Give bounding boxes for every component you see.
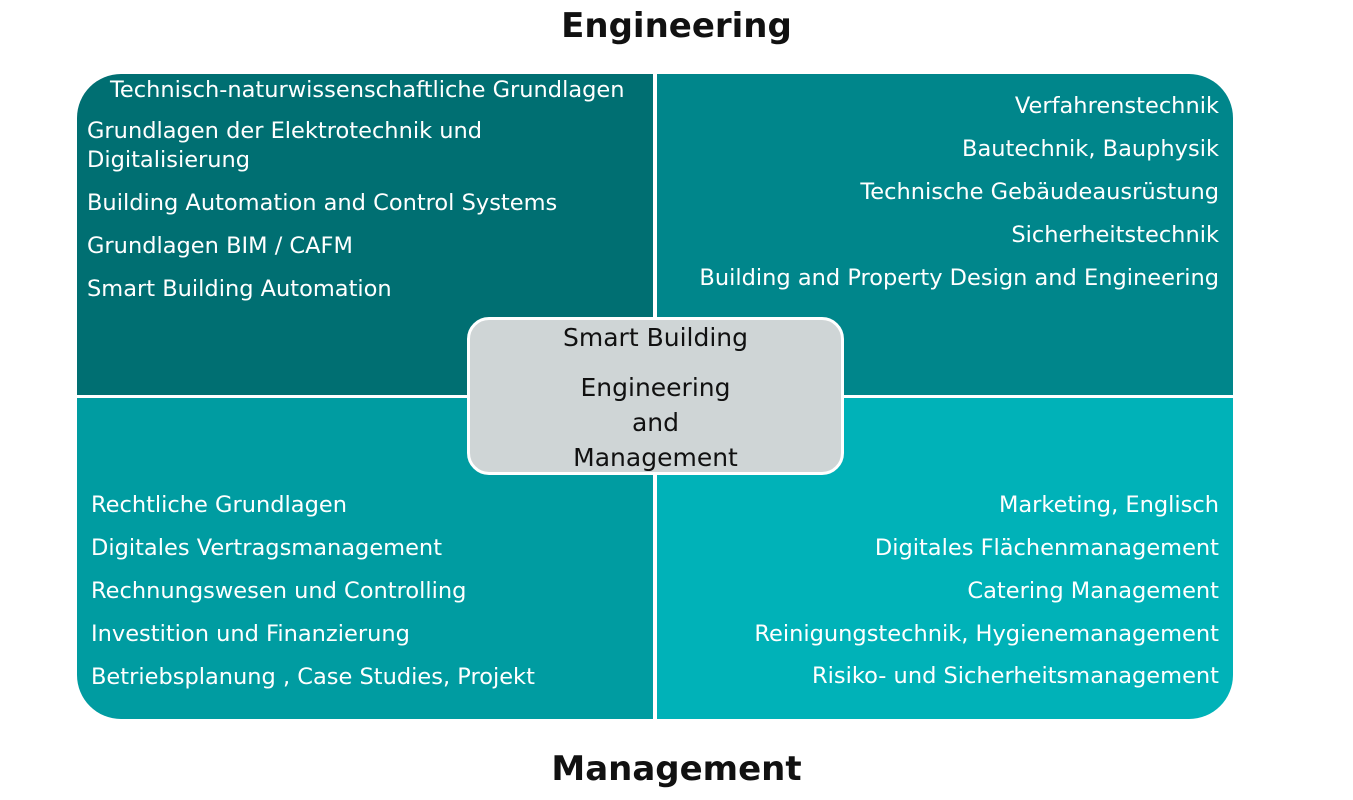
list-item: Reinigungstechnik, Hygienemanagement bbox=[754, 621, 1219, 647]
center-subtitle: Engineering and Management bbox=[573, 373, 738, 472]
list-item: Marketing, Englisch bbox=[998, 492, 1219, 518]
list-item: Investition und Finanzierung bbox=[91, 621, 410, 647]
list-item: Verfahrenstechnik bbox=[1014, 93, 1219, 119]
list-item: Rechnungswesen und Controlling bbox=[91, 578, 467, 604]
engineering-heading: Engineering bbox=[561, 6, 792, 46]
list-item: Building and Property Design and Enginee… bbox=[699, 265, 1219, 291]
list-item: Digitales Flächenmanagement bbox=[874, 535, 1219, 561]
list-item: Catering Management bbox=[967, 578, 1219, 604]
management-heading: Management bbox=[551, 749, 802, 789]
list-item: Technisch-naturwissenschaftliche Grundla… bbox=[110, 77, 625, 103]
list-item: Betriebsplanung , Case Studies, Projekt bbox=[91, 664, 535, 690]
list-item: Risiko- und Sicherheitsmanagement bbox=[812, 663, 1219, 689]
center-box: Smart Building Engineering and Managemen… bbox=[467, 317, 844, 475]
list-item: Smart Building Automation bbox=[87, 276, 392, 302]
list-item: Building Automation and Control Systems bbox=[87, 190, 558, 216]
list-item: Grundlagen BIM / CAFM bbox=[87, 233, 353, 259]
list-item: Rechtliche Grundlagen bbox=[91, 492, 347, 518]
list-item: Technische Gebäudeausrüstung bbox=[860, 179, 1219, 205]
list-item: Sicherheitstechnik bbox=[1011, 222, 1219, 248]
list-item: Bautechnik, Bauphysik bbox=[962, 136, 1219, 162]
center-title: Smart Building bbox=[563, 323, 748, 352]
list-item: Digitales Vertragsmanagement bbox=[91, 535, 443, 561]
list-item: Grundlagen der Elektrotechnik und Digita… bbox=[87, 118, 483, 173]
quadrant-top-left: Technisch-naturwissenschaftliche Grundla… bbox=[77, 74, 653, 395]
